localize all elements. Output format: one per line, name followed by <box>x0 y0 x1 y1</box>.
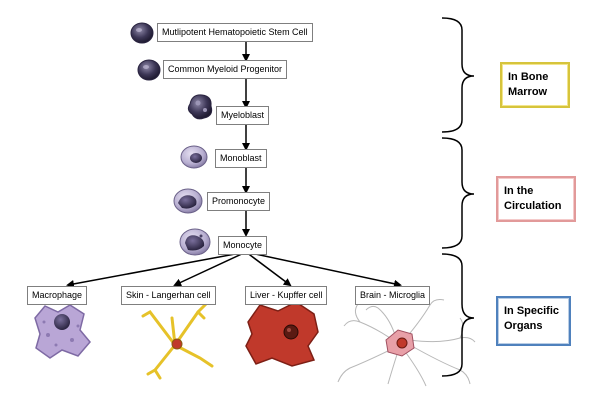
stage-bone-marrow-line1: In Bone <box>508 71 549 83</box>
stage-circulation: In the Circulation <box>496 176 576 222</box>
microglia-cell-icon <box>337 298 476 387</box>
promonocyte-label: Promonocyte <box>207 192 271 211</box>
stage-bone-marrow-line2: Marrow <box>508 86 548 98</box>
myeloblast-cell-icon <box>187 94 213 120</box>
circulation-brace <box>441 137 475 249</box>
macrophage-cell-icon <box>34 304 91 359</box>
monoblast-label: Monoblast <box>215 149 267 168</box>
monocyte-label: Monocyte <box>218 236 268 255</box>
myeloblast-label: Myeloblast <box>216 106 270 125</box>
arrow-to-macrophage <box>66 251 247 288</box>
arrow-to-langerhans <box>173 251 247 287</box>
bone-marrow-brace <box>441 17 475 133</box>
arrow-to-kupffer <box>245 251 292 287</box>
stage-circulation-line1: In the <box>504 185 534 197</box>
promonocyte-cell-icon <box>173 188 203 214</box>
stage-specific-organs-line2: Organs <box>504 320 543 332</box>
stage-bone-marrow: In Bone Marrow <box>500 62 570 108</box>
stage-specific-organs: In Specific Organs <box>496 296 571 346</box>
hsc-cell-icon <box>130 22 154 44</box>
monocyte-cell-icon <box>179 228 211 256</box>
kupffer-cell-icon <box>245 301 319 367</box>
stage-circulation-line2: Circulation <box>504 200 562 212</box>
organs-brace <box>441 253 475 377</box>
cmp-label: Common Myeloid Progenitor <box>163 60 288 79</box>
monoblast-cell-icon <box>180 145 208 169</box>
cmp-cell-icon <box>137 59 161 81</box>
langerhans-cell-icon <box>141 302 214 380</box>
macrophage-label: Macrophage <box>27 286 88 305</box>
kupffer-label: Liver - Kupffer cell <box>245 286 328 305</box>
microglia-label: Brain - Microglia <box>355 286 431 305</box>
arrow-to-microglia <box>245 251 402 288</box>
langerhans-label: Skin - Langerhan cell <box>121 286 216 305</box>
stage-specific-organs-line1: In Specific <box>504 305 560 317</box>
hsc-label: Mutlipotent Hematopoietic Stem Cell <box>157 23 313 42</box>
